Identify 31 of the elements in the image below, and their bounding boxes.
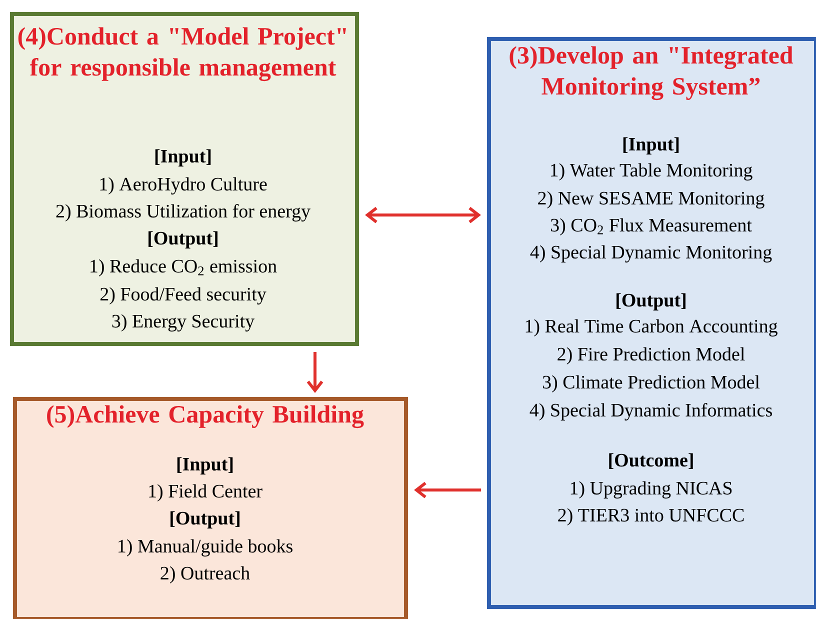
heading: (3)Develop an "Integrated Monitoring System” xyxy=(510,46,794,100)
list-item: 2) Outreach xyxy=(160,566,250,584)
list-item: 2) Food/Feed security xyxy=(100,287,266,304)
heading: (5)Achieve Capacity Building xyxy=(47,405,364,428)
heading: (4)Conduct a "Model Project" for responsible management xyxy=(18,27,346,82)
section-heading: [Output] xyxy=(170,511,240,528)
list-item: 1) Reduce CO$_{2}$ emission xyxy=(90,259,277,276)
section-heading: [Input] xyxy=(623,137,679,154)
list-item: 2) New SESAME Monitoring xyxy=(538,191,764,208)
list-item: 4) Special Dynamic Monitoring xyxy=(530,245,772,262)
list-item: 1) Real Time Carbon Accounting xyxy=(526,319,778,336)
arrow xyxy=(414,482,481,498)
list-item: 3) CO$_{2}$ Flux Measurement xyxy=(550,218,752,236)
list-item: 1) AeroHydro Culture xyxy=(100,177,267,194)
list-item: 3) Climate Prediction Model xyxy=(542,375,760,392)
section-heading: [Outcome] xyxy=(609,453,693,469)
section-heading: [Input] xyxy=(177,457,233,474)
list-item: 1) Water Table Monitoring xyxy=(550,163,752,180)
section-heading: [Input] xyxy=(155,149,211,166)
arrow xyxy=(306,352,324,393)
list-item: 2) TIER3 into UNFCCC xyxy=(558,508,744,526)
list-item: 1) Field Center xyxy=(149,484,262,502)
list-item: 2) Fire Prediction Model xyxy=(558,347,745,364)
list-item: 1) Manual/guide books xyxy=(118,539,292,556)
list-item: 3) Energy Security xyxy=(112,314,254,332)
arrow xyxy=(365,206,481,224)
list-item: 1) Upgrading NICAS xyxy=(570,481,732,498)
section-heading: [Output] xyxy=(148,231,218,248)
list-item: 4) Special Dynamic Informatics xyxy=(530,403,772,420)
list-item: 2) Biomass Utilization for energy xyxy=(56,204,310,222)
section-heading: [Output] xyxy=(616,293,686,310)
